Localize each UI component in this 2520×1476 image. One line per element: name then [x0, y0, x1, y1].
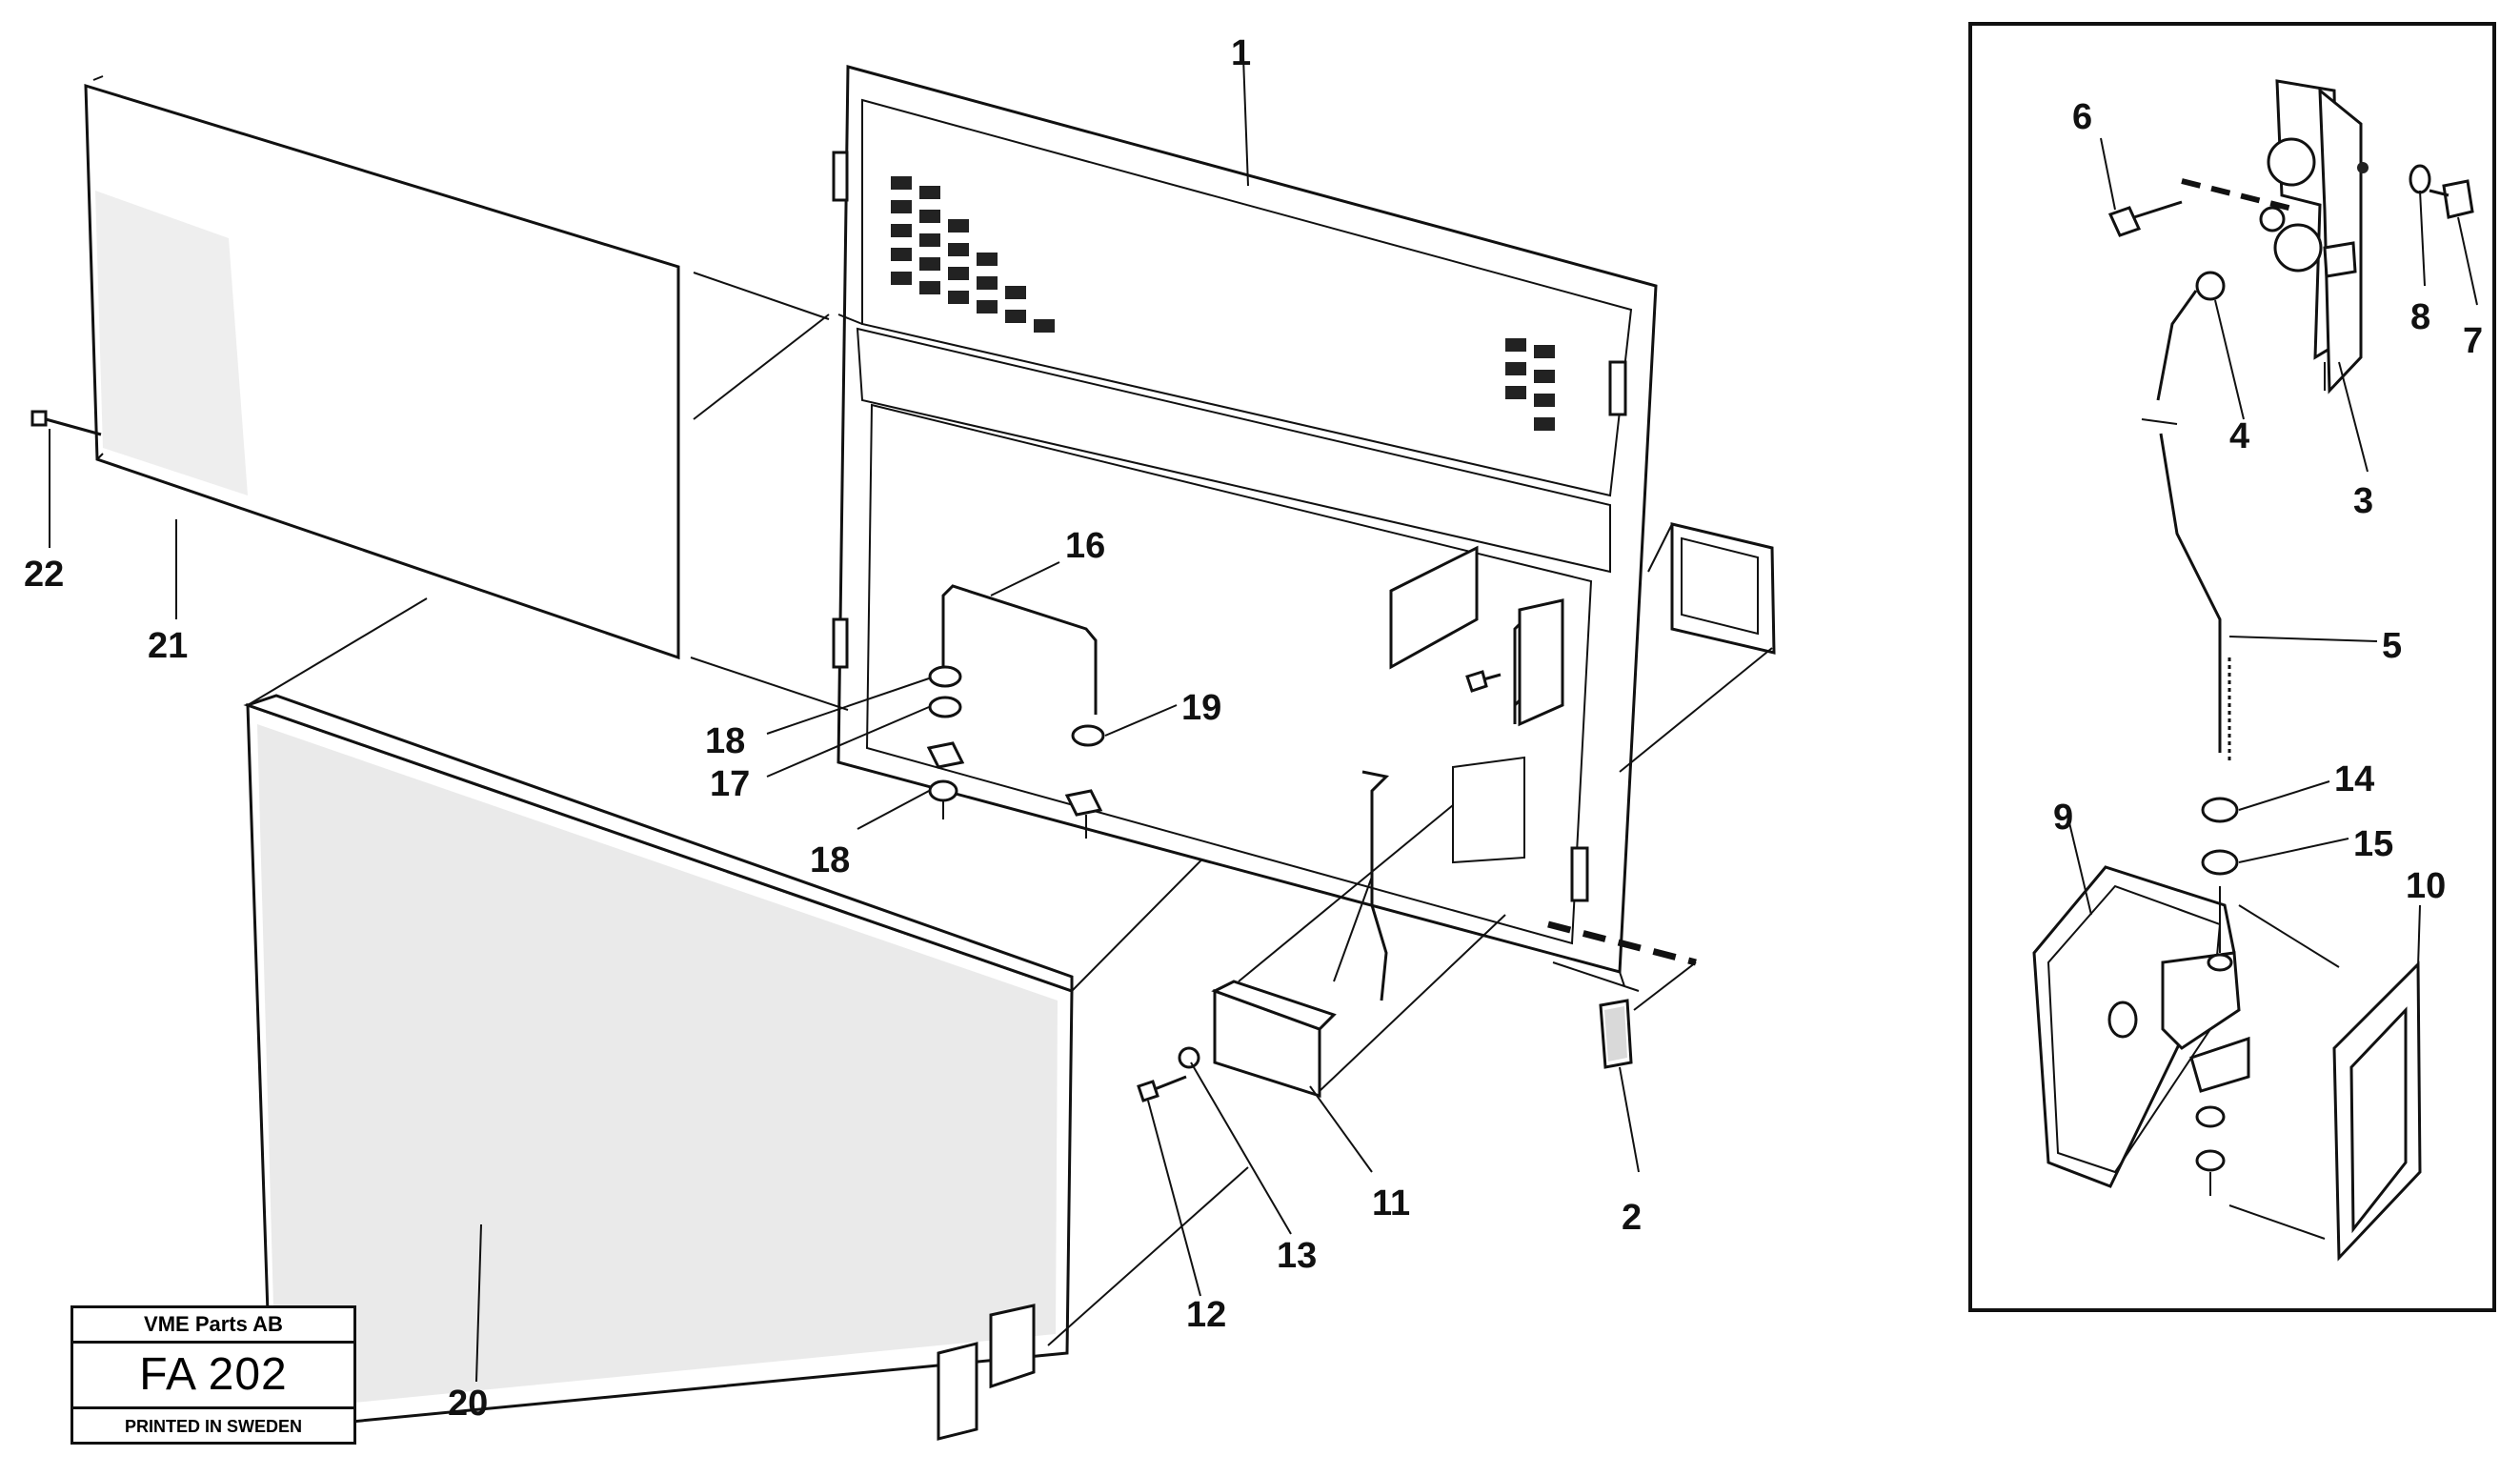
- hinge-brackets: [1389, 545, 1564, 727]
- callout-11: 11: [1372, 1183, 1410, 1223]
- callout-16: 16: [1065, 526, 1105, 566]
- callout-9: 9: [2053, 798, 2073, 838]
- callout-12: 12: [1186, 1295, 1226, 1335]
- callout-10: 10: [2406, 866, 2446, 906]
- company-name: VME Parts AB: [73, 1308, 353, 1344]
- callout-5: 5: [2382, 626, 2402, 666]
- callout-21: 21: [148, 626, 188, 666]
- part-20-insulation-block: [243, 533, 1525, 1441]
- part-14-nut: [2201, 797, 2239, 823]
- callout-15: 15: [2353, 824, 2393, 864]
- callout-18-lower: 18: [810, 840, 850, 880]
- part-4-nut: [2195, 271, 2226, 301]
- callout-7: 7: [2463, 321, 2483, 361]
- part-1-frame: [690, 65, 1658, 987]
- part-21-cover-panel: [84, 75, 680, 660]
- callout-18-upper: 18: [705, 721, 745, 761]
- callout-8: 8: [2410, 297, 2430, 337]
- callout-1: 1: [1231, 33, 1251, 73]
- callout-20: 20: [448, 1384, 488, 1424]
- part-13-washer: [1178, 1046, 1200, 1069]
- callout-22: 22: [24, 555, 64, 595]
- callout-2: 2: [1622, 1198, 1642, 1238]
- callout-leaders: [49, 56, 2478, 1383]
- part-11-lock-bracket: [1211, 756, 1525, 1099]
- part-16-handle: [941, 584, 1098, 715]
- callout-17: 17: [710, 764, 750, 804]
- title-block: VME Parts AB FA 202 PRINTED IN SWEDEN: [71, 1305, 356, 1445]
- detail-inset: [1968, 22, 2496, 1312]
- callout-14: 14: [2334, 759, 2374, 799]
- part-15-washer: [2201, 849, 2239, 876]
- part-3-bracket: [2181, 79, 2369, 394]
- part-10-gasket: [2332, 960, 2422, 1262]
- part-8-washer: [2409, 164, 2431, 194]
- part-7-bolt: [2429, 179, 2474, 219]
- part-6-bolt: [2107, 200, 2183, 237]
- washers-17-18-19: [926, 665, 1105, 839]
- printed-note: PRINTED IN SWEDEN: [124, 1417, 302, 1436]
- callout-4: 4: [2229, 416, 2249, 456]
- part-12-screw: [1137, 1075, 1187, 1102]
- callout-19: 19: [1181, 688, 1221, 728]
- part-2-seal: [1547, 920, 1697, 1069]
- part-5-rod: [2141, 290, 2231, 762]
- drawing-code: FA 202: [73, 1344, 353, 1409]
- part-9-lock-housing: [2032, 865, 2340, 1240]
- callout-6: 6: [2072, 97, 2092, 137]
- lock-housing-small: [1619, 522, 1776, 773]
- callout-13: 13: [1277, 1236, 1317, 1276]
- callout-labels: 1 2 3 4 5 6 7 8 9 10 11 12 13 14 15 16 1…: [24, 33, 2483, 1424]
- callout-3: 3: [2353, 481, 2373, 521]
- part-22-screw: [30, 410, 102, 538]
